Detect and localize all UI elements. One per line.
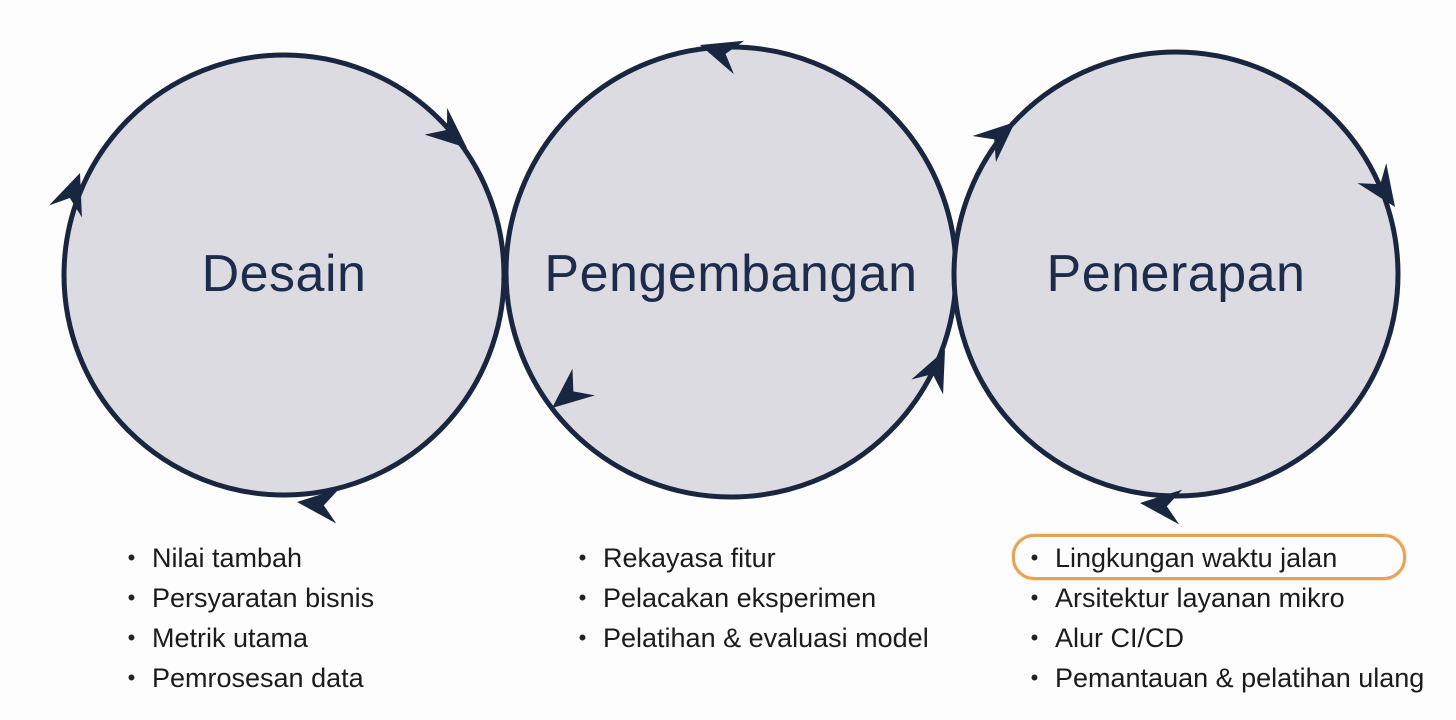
list-item-label: Pemrosesan data (152, 663, 364, 693)
bullet-icon: • (1030, 665, 1039, 690)
stage-title-penerapan: Penerapan (1047, 245, 1306, 303)
list-item-label: Pelacakan eksperimen (603, 583, 877, 613)
list-item: • Rekayasa fitur (569, 538, 929, 578)
list-item: • Pelacakan eksperimen (569, 578, 929, 618)
bullet-icon: • (578, 625, 587, 650)
list-item-label: Pelatihan & evaluasi model (603, 623, 929, 653)
stage-title-pengembangan: Pengembangan (544, 245, 917, 303)
list-item-label: Rekayasa fitur (603, 543, 776, 573)
list-item-label: Nilai tambah (152, 543, 303, 573)
list-item: • Nilai tambah (118, 538, 374, 578)
stage-list-desain: • Nilai tambah • Persyaratan bisnis • Me… (118, 538, 374, 698)
bullet-icon: • (127, 665, 136, 690)
list-item-label: Arsitektur layanan mikro (1055, 583, 1345, 613)
stage-title-desain: Desain (202, 245, 367, 303)
list-item: • Pelatihan & evaluasi model (569, 618, 929, 658)
list-item: • Pemrosesan data (118, 658, 374, 698)
bullet-icon: • (1030, 585, 1039, 610)
bullet-icon: • (127, 585, 136, 610)
list-item: • Alur CI/CD (1021, 618, 1424, 658)
bullet-icon: • (127, 545, 136, 570)
list-item-label: Persyaratan bisnis (152, 583, 375, 613)
list-item-label: Lingkungan waktu jalan (1055, 543, 1338, 573)
bullet-icon: • (1030, 625, 1039, 650)
list-item: • Pemantauan & pelatihan ulang (1021, 658, 1425, 698)
list-item-label: Alur CI/CD (1055, 623, 1185, 653)
stage-list-pengembangan: • Rekayasa fitur • Pelacakan eksperimen … (569, 538, 929, 658)
stage-list-penerapan: • Lingkungan waktu jalan • Arsitektur la… (1012, 534, 1425, 698)
list-item: • Arsitektur layanan mikro (1021, 578, 1424, 618)
list-item: • Metrik utama (118, 618, 374, 658)
list-item-label: Metrik utama (152, 623, 309, 653)
list-item-highlighted: • Lingkungan waktu jalan (1021, 538, 1424, 578)
bullet-icon: • (578, 545, 587, 570)
bullet-icon: • (578, 585, 587, 610)
list-item-label: Pemantauan & pelatihan ulang (1055, 663, 1425, 693)
bullet-icon: • (127, 625, 136, 650)
bullet-icon: • (1030, 545, 1039, 570)
list-item: • Persyaratan bisnis (118, 578, 374, 618)
